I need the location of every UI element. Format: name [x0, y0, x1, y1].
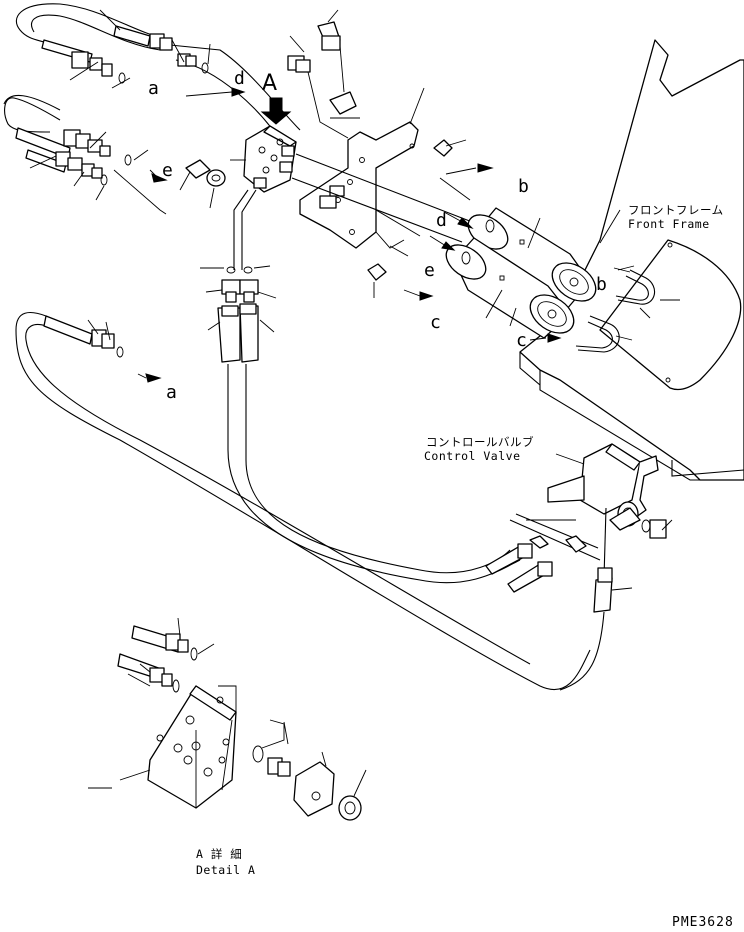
control-valve-jp: コントロールバルブ — [426, 435, 534, 449]
leader-lines-top-left — [69, 9, 211, 89]
direction-arrows — [137, 87, 635, 383]
hose-left-middle — [3, 94, 167, 215]
drawing-code: PME3628 — [672, 915, 734, 930]
tubes-vertical — [200, 189, 521, 584]
labels: A a d e b d e c b c a フロントフレーム Front Fra… — [148, 68, 734, 930]
u-bolt-lower — [575, 315, 633, 353]
label-b-frame: b — [596, 274, 607, 295]
control-valve — [547, 443, 673, 539]
pipe-upper — [467, 207, 597, 311]
detail-title-jp: A 詳 細 — [196, 847, 242, 861]
label-e-mid: e — [424, 260, 435, 281]
valve-hoses — [485, 507, 633, 691]
label-e-left: e — [162, 160, 173, 181]
detail-title-en: Detail A — [196, 863, 255, 877]
control-valve-en: Control Valve — [424, 449, 521, 463]
label-a-lower: a — [166, 382, 177, 403]
manifold-block — [230, 125, 297, 193]
label-b-right: b — [518, 176, 529, 197]
pipe-lower — [445, 237, 575, 339]
detail-a-view — [88, 617, 367, 821]
label-d-top: d — [234, 68, 245, 89]
manifold-bolt — [179, 159, 226, 209]
pipe-lines-diagonal — [291, 153, 481, 257]
u-bolt-upper — [613, 267, 680, 319]
label-view-a: A — [262, 71, 277, 96]
label-c-frame: c — [516, 330, 527, 351]
label-c-lower: c — [430, 312, 441, 333]
bracket-plate — [287, 9, 467, 298]
front-frame-en: Front Frame — [628, 217, 710, 231]
label-d-mid: d — [436, 210, 447, 231]
view-marker-arrow — [260, 97, 292, 125]
hose-left-lower — [15, 311, 591, 691]
front-frame-jp: フロントフレーム — [628, 203, 724, 217]
hose-fittings-top-row — [41, 25, 209, 84]
label-a-top: a — [148, 78, 159, 99]
